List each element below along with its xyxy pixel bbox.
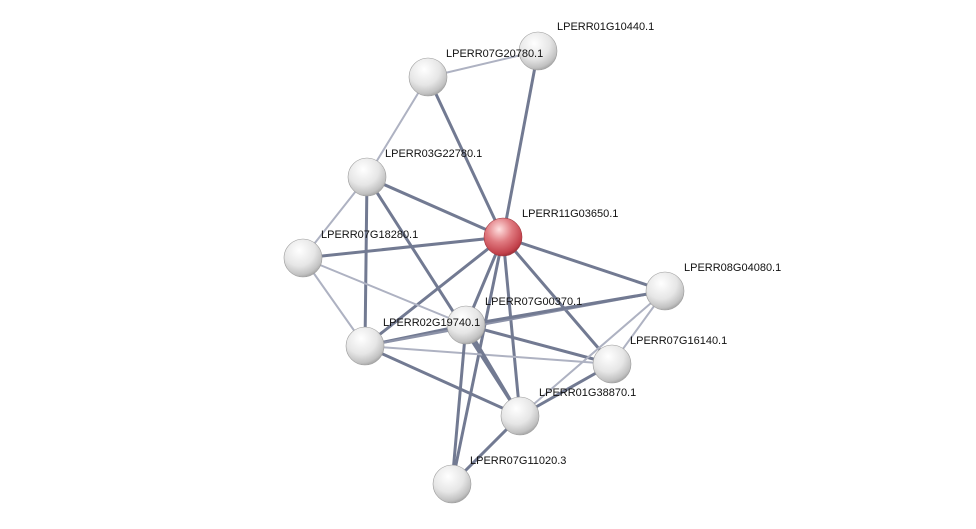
node-sphere[interactable] (345, 326, 385, 366)
edge-n2-n3[interactable] (366, 76, 429, 178)
edge-n11-n9[interactable] (363, 344, 522, 418)
edge-n4-n6[interactable] (302, 257, 467, 326)
node-lperr01g38870-1[interactable] (500, 396, 540, 436)
node-label: LPERR08G04080.1 (684, 262, 781, 274)
node-label: LPERR01G10440.1 (557, 21, 654, 33)
node-sphere[interactable] (518, 31, 558, 71)
node-label: LPERR01G38870.1 (539, 387, 636, 399)
edge-n5-n9[interactable] (519, 290, 666, 417)
edge-n0-n2[interactable] (426, 75, 505, 239)
edge-n0-n1[interactable] (501, 49, 540, 239)
node-n11[interactable] (345, 326, 385, 366)
node-label: LPERR11G03650.1 (522, 208, 618, 220)
node-sphere[interactable] (432, 464, 472, 504)
node-sphere[interactable] (408, 57, 448, 97)
edge-n0-n11[interactable] (363, 235, 505, 348)
edge-n0-n3[interactable] (365, 175, 505, 239)
node-lperr07g16140-1[interactable] (592, 344, 632, 384)
node-lperr07g18280-1[interactable] (283, 238, 323, 278)
node-lperr07g11020-3[interactable] (432, 464, 472, 504)
node-sphere[interactable] (483, 217, 523, 257)
node-label: LPERR07G20780.1 (446, 48, 543, 60)
node-lperr01g10440-1[interactable] (518, 31, 558, 71)
node-label: LPERR07G11020.3 (470, 455, 566, 467)
edges-layer (301, 49, 667, 486)
edge-n6-n5[interactable] (464, 289, 667, 327)
node-lperr07g00370-1[interactable] (446, 305, 486, 345)
node-label: LPERR07G16140.1 (630, 335, 727, 347)
node-sphere[interactable] (347, 157, 387, 197)
node-sphere[interactable] (592, 344, 632, 384)
node-sphere[interactable] (500, 396, 540, 436)
node-sphere[interactable] (283, 238, 323, 278)
node-lperr08g04080-1[interactable] (645, 271, 685, 311)
edge-n0-n4[interactable] (301, 235, 505, 260)
edge-n3-n11[interactable] (363, 175, 369, 348)
edge-n0-n10[interactable] (450, 235, 505, 486)
node-lperr03g22780-1[interactable] (347, 157, 387, 197)
edge-n0-n9[interactable] (501, 235, 522, 418)
edge-n3-n9[interactable] (365, 175, 522, 418)
edge-n0-n5[interactable] (501, 235, 667, 293)
node-sphere[interactable] (446, 305, 486, 345)
edge-n11-n8[interactable] (364, 345, 613, 365)
node-lperr11g03650-1[interactable] (483, 217, 523, 257)
node-label: LPERR03G22780.1 (385, 148, 482, 160)
nodes-layer: LPERR11G03650.1 LPERR01G10440.1LPERR07G20… (283, 21, 781, 504)
node-sphere[interactable] (645, 271, 685, 311)
edge-n0-n8[interactable] (501, 235, 614, 366)
node-label: LPERR07G18280.1 (321, 229, 418, 241)
edge-n6-n10[interactable] (450, 323, 468, 486)
node-label: LPERR07G00370.1 (485, 296, 582, 308)
node-lperr07g20780-1[interactable] (408, 57, 448, 97)
node-label: LPERR02G19740.1 (383, 317, 480, 329)
